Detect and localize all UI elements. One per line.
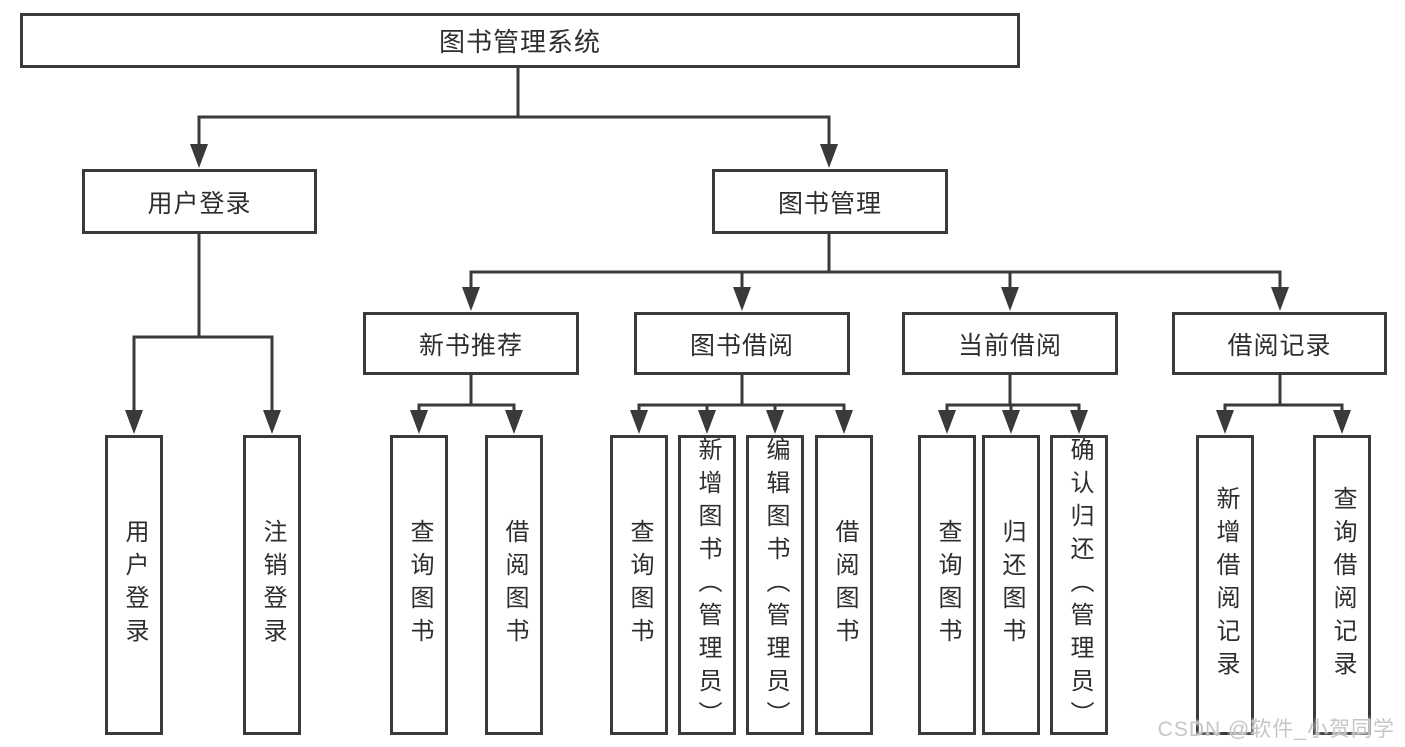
- arrow-icon: [1070, 410, 1088, 434]
- arrow-icon: [766, 410, 784, 434]
- leaf-return-books: 归还图书: [982, 435, 1040, 735]
- arrow-icon: [190, 144, 208, 168]
- leaf-user-login: 用户登录: [105, 435, 163, 735]
- leaf-label: 新增图书（管理员）: [694, 436, 721, 734]
- leaf-label: 用户登录: [121, 519, 148, 651]
- leaf-label: 新增借阅记录: [1212, 486, 1239, 684]
- arrow-icon: [263, 410, 281, 434]
- leaf-add-books-admin: 新增图书（管理员）: [678, 435, 736, 735]
- leaf-borrow-books-newbooks: 借阅图书: [485, 435, 543, 735]
- node-label: 图书管理: [777, 189, 882, 218]
- connector-bookborrow-to-leaves: [637, 375, 846, 416]
- leaf-label: 查询图书: [406, 519, 433, 651]
- connector-borrowrecords-to-leaves: [1223, 375, 1344, 416]
- node-label: 图书管理系统: [438, 27, 601, 57]
- leaf-borrow-books: 借阅图书: [815, 435, 873, 735]
- leaf-query-books-newbooks: 查询图书: [390, 435, 448, 735]
- leaf-confirm-return-admin: 确认归还（管理员）: [1050, 435, 1108, 735]
- leaf-label: 查询借阅记录: [1329, 486, 1356, 684]
- node-label: 当前借阅: [957, 331, 1062, 360]
- node-new-book-recommendation: 新书推荐: [363, 312, 579, 375]
- arrow-icon: [630, 410, 648, 434]
- connector-root-to-level2: [197, 68, 831, 150]
- arrow-icon: [1271, 287, 1289, 311]
- arrow-icon: [505, 410, 523, 434]
- node-label: 图书借阅: [689, 331, 794, 360]
- arrowheads: [125, 144, 1351, 434]
- arrow-icon: [835, 410, 853, 434]
- arrow-icon: [938, 410, 956, 434]
- arrow-icon: [1001, 287, 1019, 311]
- arrow-icon: [698, 410, 716, 434]
- leaf-edit-books-admin: 编辑图书（管理员）: [746, 435, 804, 735]
- arrow-icon: [462, 287, 480, 311]
- arrow-icon: [733, 287, 751, 311]
- arrow-icon: [1216, 410, 1234, 434]
- connector-currentborrow-to-leaves: [945, 375, 1081, 416]
- arrow-icon: [125, 410, 143, 434]
- node-label: 借阅记录: [1227, 331, 1332, 360]
- node-label: 新书推荐: [418, 331, 523, 360]
- node-user-login: 用户登录: [82, 169, 317, 234]
- node-label: 用户登录: [147, 189, 252, 218]
- leaf-query-books-borrow: 查询图书: [610, 435, 668, 735]
- leaf-label: 借阅图书: [501, 519, 528, 651]
- leaf-query-borrow-record: 查询借阅记录: [1313, 435, 1371, 735]
- node-current-borrowing: 当前借阅: [902, 312, 1118, 375]
- arrow-icon: [1333, 410, 1351, 434]
- node-book-borrowing: 图书借阅: [634, 312, 850, 375]
- leaf-logout: 注销登录: [243, 435, 301, 735]
- csdn-watermark: CSDN @软件_小贺同学: [1157, 718, 1395, 741]
- leaf-label: 编辑图书（管理员）: [762, 436, 789, 734]
- leaf-label: 查询图书: [626, 519, 653, 651]
- leaf-query-books-current: 查询图书: [918, 435, 976, 735]
- arrow-icon: [1002, 410, 1020, 434]
- node-borrowing-records: 借阅记录: [1172, 312, 1387, 375]
- arrow-icon: [820, 144, 838, 168]
- arrow-icon: [410, 410, 428, 434]
- node-library-management-system: 图书管理系统: [20, 13, 1020, 68]
- leaf-add-borrow-record: 新增借阅记录: [1196, 435, 1254, 735]
- connector-userlogin-to-leaves: [132, 234, 274, 416]
- leaf-label: 查询图书: [934, 519, 961, 651]
- leaf-label: 归还图书: [998, 519, 1025, 651]
- node-book-management: 图书管理: [712, 169, 948, 234]
- leaf-label: 借阅图书: [831, 519, 858, 651]
- leaf-label: 注销登录: [259, 519, 286, 651]
- connector-bookmgmt-to-level3: [469, 234, 1282, 294]
- leaf-label: 确认归还（管理员）: [1066, 436, 1093, 734]
- connector-newbooks-to-leaves: [417, 375, 516, 416]
